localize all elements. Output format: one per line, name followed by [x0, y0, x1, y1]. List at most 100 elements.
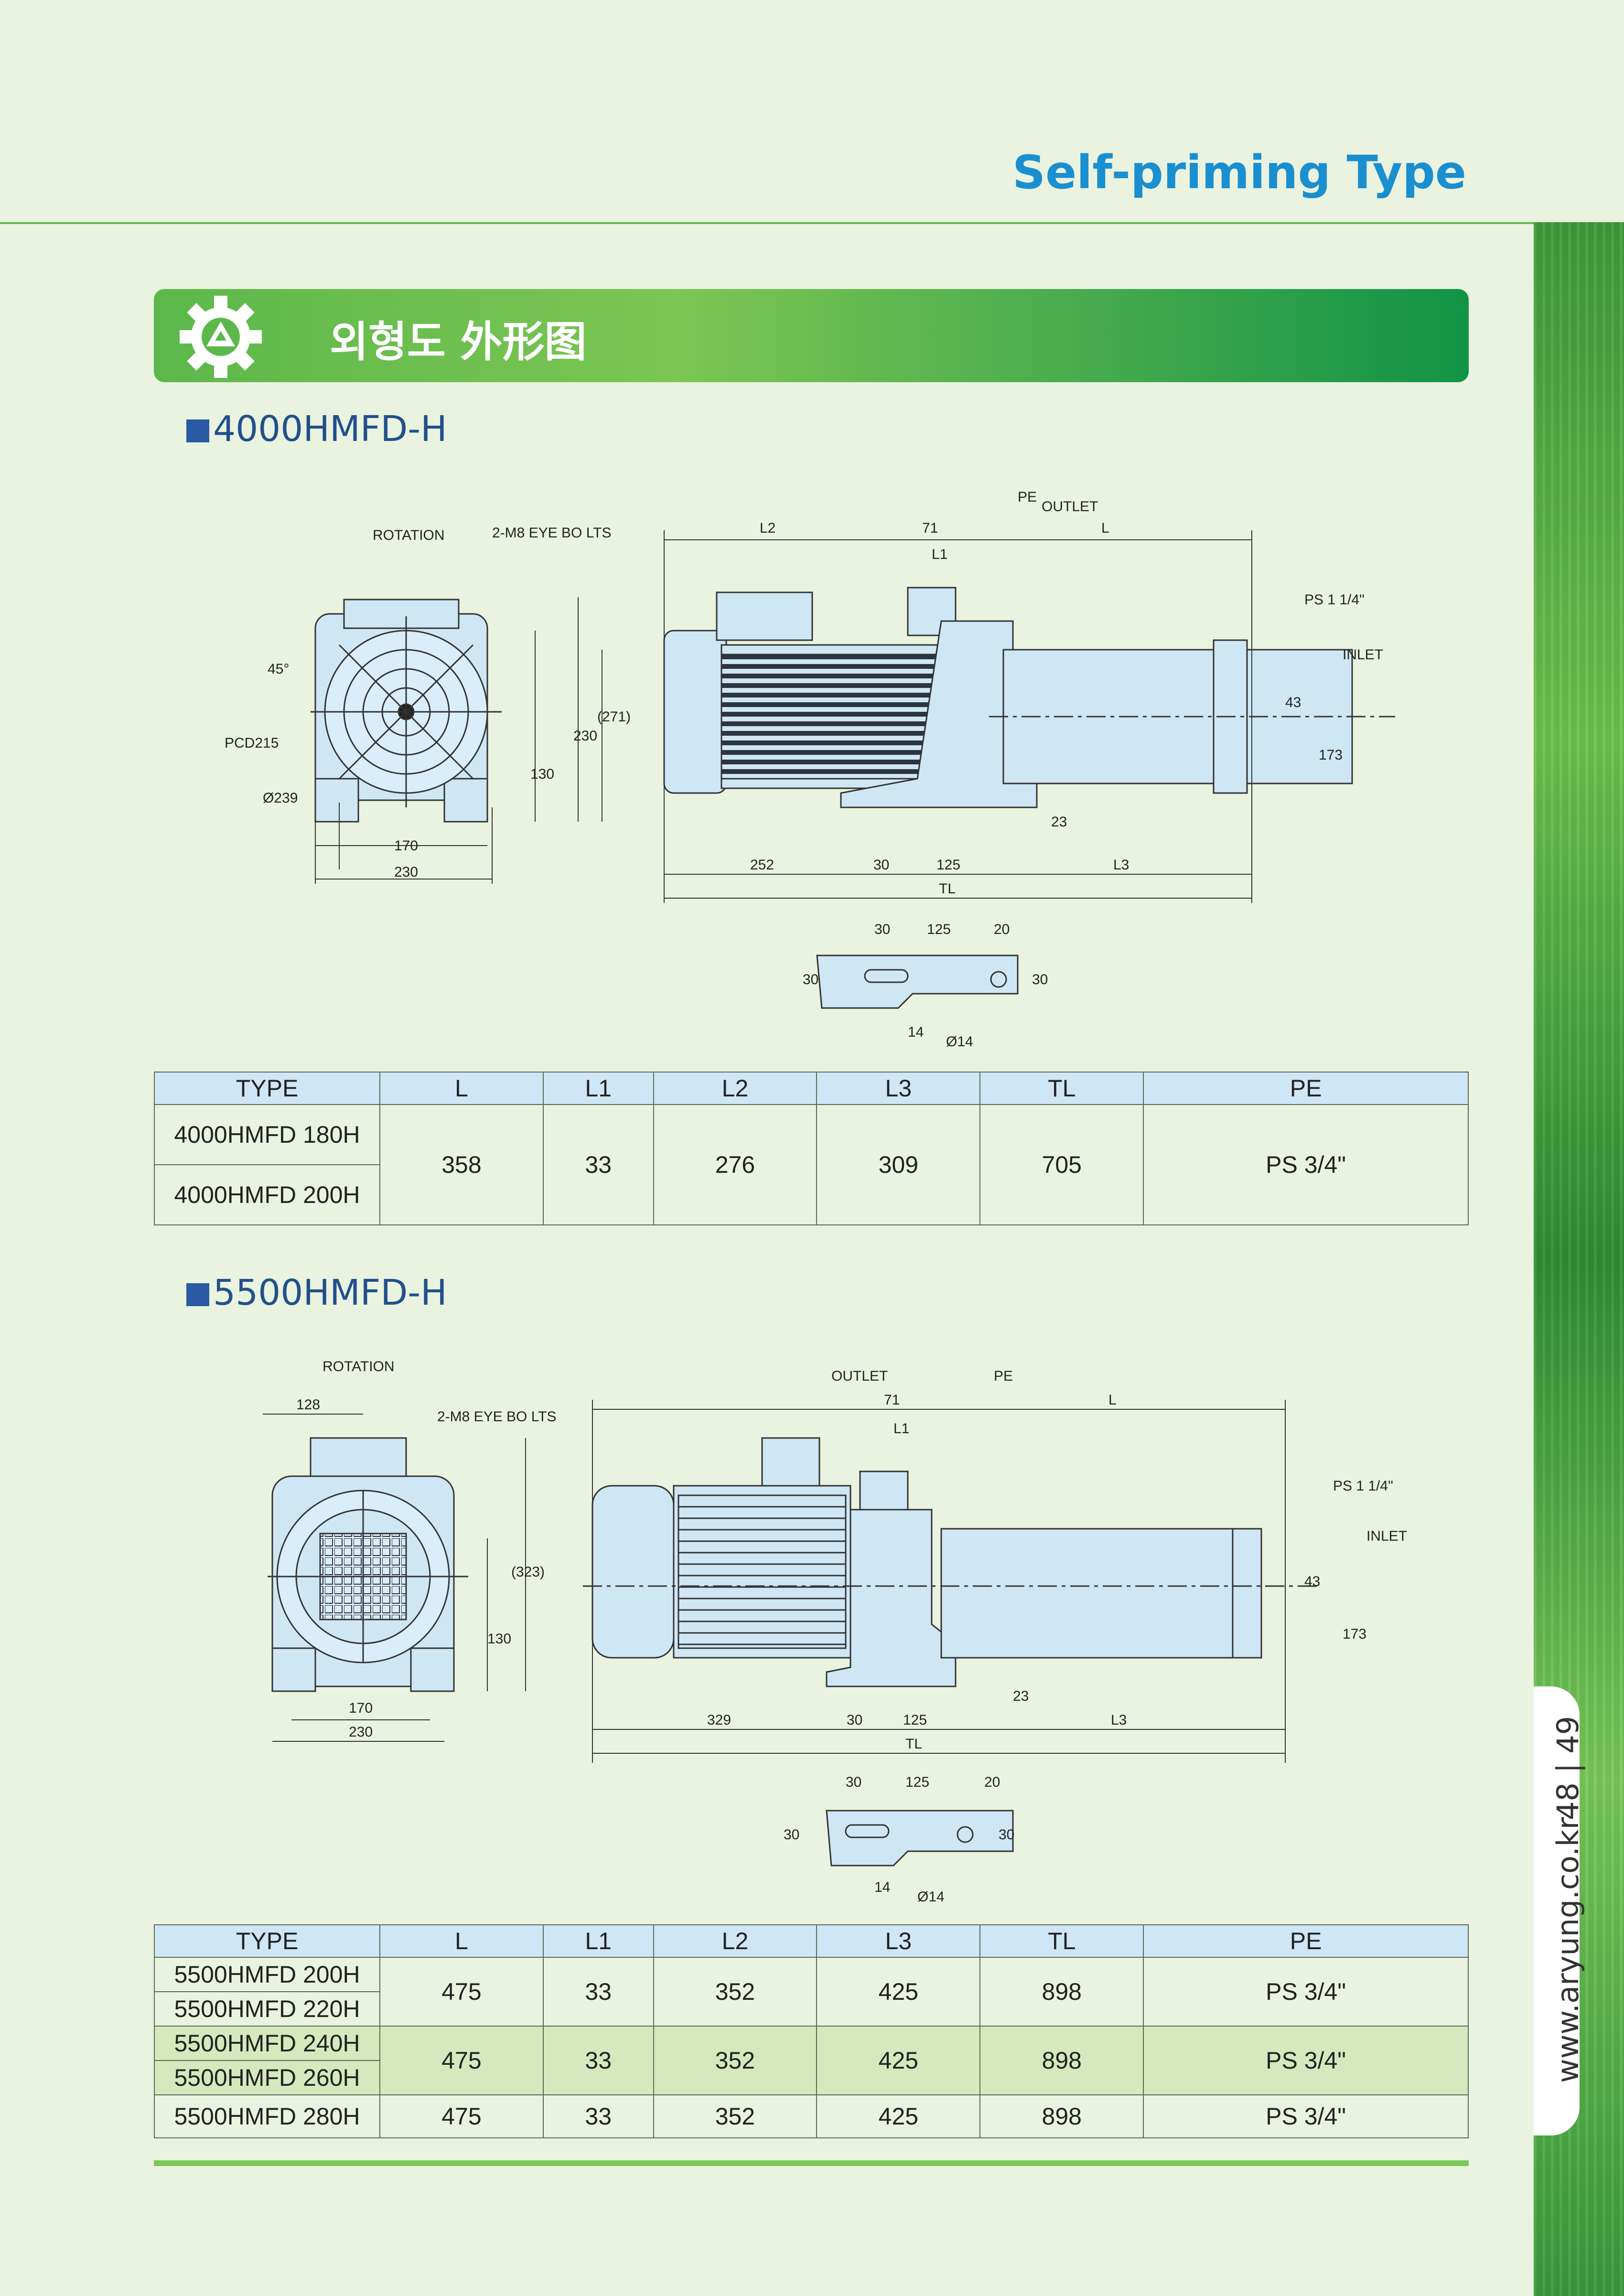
section-title-5500: 5500HMFD-H [186, 1272, 447, 1313]
gear-icon [180, 296, 262, 378]
label-foot-125: 125 [905, 1774, 929, 1790]
label-eye-bolts: 2-M8 EYE BO LTS [437, 1409, 557, 1425]
table-row: 5500HMFD 280H 475 33 352 425 898 PS 3/4" [154, 2094, 1469, 2138]
label-23: 23 [1013, 1688, 1029, 1704]
cell-l3: 425 [816, 1957, 981, 2027]
label-l3: L3 [1113, 857, 1129, 873]
label-foot-30: 30 [874, 922, 890, 937]
cell-l1: 33 [542, 2026, 654, 2095]
table-row: 5500HMFD 220H [154, 1991, 1468, 2027]
label-dia239: Ø239 [263, 790, 298, 806]
table-header-row: TYPE L L1 L2 L3 TL PE [154, 1072, 1469, 1105]
label-w170: 170 [394, 838, 418, 854]
label-foot-14: 14 [908, 1024, 924, 1040]
label-pcd: PCD215 [225, 735, 279, 751]
spec-table-4000: TYPE L L1 L2 L3 TL PE 4000HMFD 180H 358 … [154, 1072, 1469, 1225]
section-banner [154, 289, 1469, 382]
side-view [583, 1437, 1319, 1687]
page-title: Self-priming Type [1012, 146, 1466, 199]
cell-type: 4000HMFD 200H [154, 1164, 380, 1225]
label-h271: (271) [597, 709, 631, 725]
label-h130: 130 [530, 766, 554, 782]
side-view [663, 587, 1395, 808]
col-l: L [379, 1072, 544, 1105]
col-type: TYPE [154, 1924, 380, 1958]
foot-detail [826, 1810, 1014, 1867]
label-30: 30 [873, 857, 889, 873]
cell-type: 5500HMFD 260H [154, 2060, 380, 2095]
label-43: 43 [1285, 695, 1301, 710]
label-foot-30-right: 30 [999, 1827, 1014, 1843]
cell-l3: 309 [816, 1104, 981, 1225]
label-l2: L2 [760, 520, 775, 536]
cell-type: 5500HMFD 280H [154, 2094, 380, 2138]
col-l1: L1 [542, 1072, 654, 1105]
label-foot-125: 125 [927, 922, 951, 937]
label-outlet: OUTLET [831, 1368, 888, 1384]
label-pe: PE [1018, 489, 1037, 505]
label-h130: 130 [487, 1631, 511, 1647]
col-pe: PE [1143, 1072, 1469, 1105]
col-type: TYPE [154, 1072, 380, 1105]
table-row: 5500HMFD 260H [154, 2060, 1468, 2095]
cell-tl: 898 [979, 2026, 1144, 2095]
cell-pe: PS 3/4" [1143, 2026, 1469, 2095]
cell-l2: 352 [653, 2094, 817, 2138]
table-row: 4000HMFD 200H [154, 1164, 1468, 1225]
cell-l2: 276 [653, 1104, 817, 1225]
table-row: 5500HMFD 200H 475 33 352 425 898 PS 3/4" [154, 1957, 1469, 2027]
cell-l1: 33 [542, 2094, 654, 2138]
label-foot-14: 14 [874, 1879, 890, 1895]
label-inlet: INLET [1343, 647, 1383, 663]
label-foot-20: 20 [994, 922, 1010, 937]
cell-l: 358 [379, 1104, 544, 1225]
cell-l: 475 [379, 2026, 544, 2095]
label-125: 125 [936, 857, 960, 873]
col-l1: L1 [542, 1924, 654, 1958]
label-foot-dia14: Ø14 [946, 1034, 973, 1050]
cell-pe: PS 3/4" [1143, 1957, 1469, 2027]
cell-l1: 33 [542, 1957, 654, 2027]
label-eye-bolts: 2-M8 EYE BO LTS [492, 525, 612, 541]
cell-l: 475 [379, 2094, 544, 2138]
label-45deg: 45° [268, 661, 289, 677]
label-w128: 128 [296, 1397, 320, 1413]
col-l2: L2 [653, 1924, 817, 1958]
cell-l2: 352 [653, 1957, 817, 2027]
cell-tl: 705 [979, 1104, 1144, 1225]
footer-divider [154, 2160, 1469, 2166]
banner-title: 외형도 外形图 [330, 317, 587, 366]
label-125: 125 [903, 1712, 927, 1728]
section-title-text: 4000HMFD-H [213, 408, 447, 450]
website-url: www.aryung.co.kr [1550, 1817, 1585, 2083]
label-outlet: OUTLET [1042, 499, 1098, 515]
table-header-row: TYPE L L1 L2 L3 TL PE [154, 1924, 1469, 1958]
cell-l3: 425 [816, 2094, 981, 2138]
cell-tl: 898 [979, 1957, 1144, 2027]
bullet-square-icon [186, 1283, 209, 1307]
table-row: 4000HMFD 180H 358 33 276 309 705 PS 3/4" [154, 1104, 1469, 1225]
bullet-square-icon [186, 419, 209, 443]
label-rotation: ROTATION [373, 527, 445, 543]
table-row: 5500HMFD 240H 475 33 352 425 898 PS 3/4" [154, 2026, 1469, 2095]
drawing-4000hmfd-h: ROTATION 2-M8 EYE BO LTS 45° PCD215 Ø239… [225, 489, 1395, 1050]
cell-type: 4000HMFD 180H [154, 1104, 380, 1165]
label-l: L [1108, 1392, 1117, 1408]
cell-l3: 425 [816, 2026, 981, 2095]
label-l: L [1101, 520, 1109, 536]
label-173: 173 [1343, 1626, 1366, 1642]
cell-tl: 898 [979, 2094, 1144, 2138]
label-h230: 230 [573, 728, 597, 744]
label-h323: (323) [511, 1564, 545, 1580]
cell-l2: 352 [653, 2026, 817, 2095]
front-view [311, 599, 502, 823]
col-l3: L3 [816, 1924, 981, 1958]
label-tl: TL [939, 881, 956, 897]
label-tl: TL [905, 1736, 922, 1752]
section-title-4000: 4000HMFD-H [186, 408, 447, 450]
label-l1: L1 [932, 547, 947, 562]
label-329: 329 [707, 1712, 731, 1728]
cell-type: 5500HMFD 200H [154, 1957, 380, 1992]
label-pe: PE [994, 1368, 1013, 1384]
cell-l: 475 [379, 1957, 544, 2027]
